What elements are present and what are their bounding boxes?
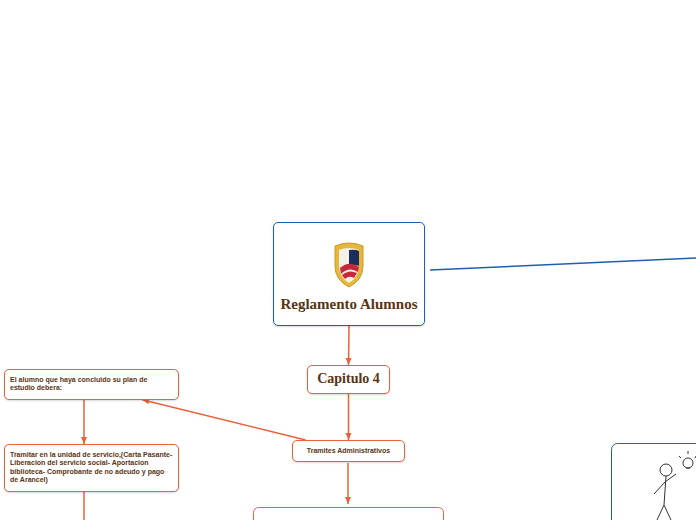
node-label: Capitulo 4	[312, 371, 385, 388]
subtopic-box: Tramitar en la unidad de servicio,(Carta…	[4, 444, 179, 492]
connector	[348, 326, 350, 365]
node-label: Reglamento Alumnos	[280, 295, 418, 313]
node-label: El alumno que haya concluido su plan de …	[10, 376, 173, 393]
node-label: Tramites Administrativos	[296, 447, 401, 455]
root-topic: Reglamento Alumnos	[273, 222, 425, 326]
illustration-panel	[612, 444, 696, 520]
shield-logo	[332, 242, 366, 288]
branch-line	[83, 490, 85, 520]
node-label: Tramitar en la unidad de servicio,(Carta…	[10, 451, 173, 485]
connector	[142, 400, 305, 440]
branch-arrow	[347, 463, 349, 504]
branch-line	[430, 258, 696, 270]
connector	[83, 400, 85, 444]
chapter-box: Capitulo 4	[307, 365, 390, 394]
connector	[348, 394, 350, 440]
stick-figure	[654, 451, 696, 520]
subtopic-box: El alumno que haya concluido su plan de …	[4, 369, 179, 400]
offscreen-box	[254, 508, 444, 520]
topic-box: Tramites Administrativos	[292, 440, 405, 462]
